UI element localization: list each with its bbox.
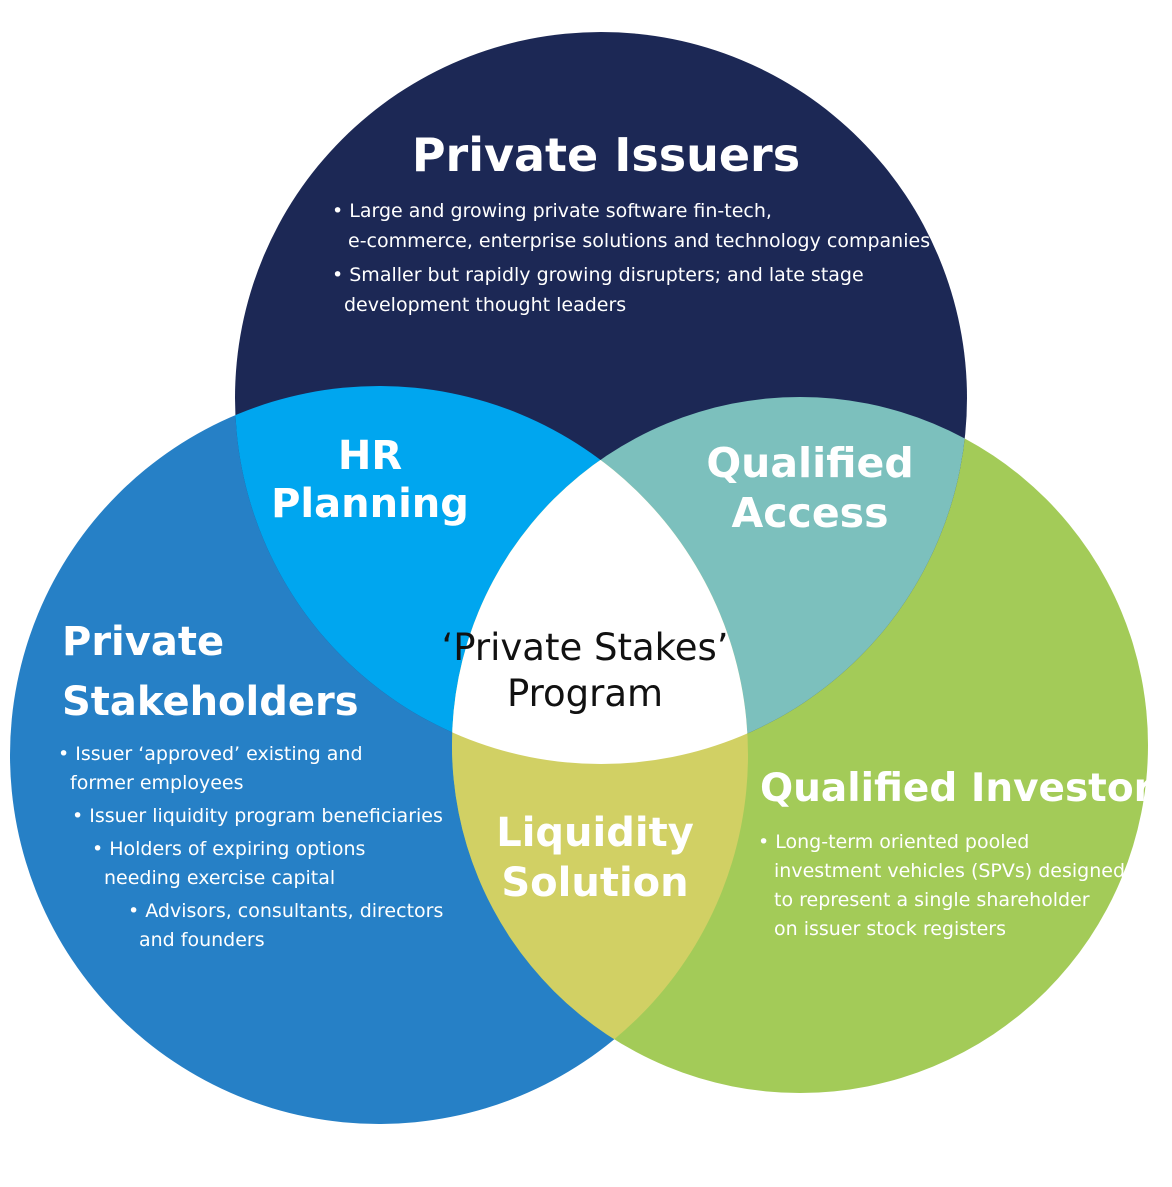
center-line2: Program xyxy=(506,672,664,715)
issuers-bullet-2-cont: development thought leaders xyxy=(344,294,627,316)
stakeholders-bullet-1: • Issuer ‘approved’ existing and xyxy=(58,743,363,765)
liquidity-line2: Solution xyxy=(501,860,689,906)
stakeholders-bullet-2: • Issuer liquidity program beneficiaries xyxy=(72,805,443,827)
stakeholders-bullet-3-cont: needing exercise capital xyxy=(104,867,336,889)
qualified-investors-bullets: • Long-term oriented pooled investment v… xyxy=(758,828,1125,944)
center-line1: ‘Private Stakes’ xyxy=(441,626,729,669)
investors-bullet-1-cont2: to represent a single shareholder xyxy=(774,889,1090,911)
qualified-investors-title: Qualified Investors xyxy=(760,766,1172,811)
private-issuers-title: Private Issuers xyxy=(411,128,801,182)
qualified-access-line1: Qualified xyxy=(706,439,914,487)
issuers-bullet-2: • Smaller but rapidly growing disrupters… xyxy=(332,264,864,286)
stakeholders-title-line2: Stakeholders xyxy=(62,679,359,725)
qualified-access-line2: Access xyxy=(731,489,889,537)
investors-bullet-1-cont1: investment vehicles (SPVs) designed xyxy=(774,860,1125,882)
qualified-access-label: Qualified Access xyxy=(700,438,920,538)
hr-planning-label: HR Planning xyxy=(270,432,470,528)
hr-planning-line1: HR xyxy=(337,433,403,479)
issuers-bullet-1-cont: e-commerce, enterprise solutions and tec… xyxy=(348,230,931,252)
stakeholders-bullet-4: • Advisors, consultants, directors xyxy=(128,900,444,922)
overlap-center-program xyxy=(452,397,748,764)
stakeholders-bullet-4-cont: and founders xyxy=(139,929,265,951)
hr-planning-line2: Planning xyxy=(271,481,469,527)
liquidity-line1: Liquidity xyxy=(496,810,694,856)
stakeholders-bullet-3: • Holders of expiring options xyxy=(92,838,366,860)
investors-bullet-1: • Long-term oriented pooled xyxy=(758,831,1030,853)
liquidity-solution-label: Liquidity Solution xyxy=(485,808,705,908)
private-issuers-bullets: • Large and growing private software fin… xyxy=(332,196,930,320)
stakeholders-title-line1: Private xyxy=(62,619,225,665)
center-program-label: ‘Private Stakes’ Program xyxy=(430,625,740,717)
investors-bullet-1-cont3: on issuer stock registers xyxy=(774,918,1006,940)
private-stakeholders-title: Private Stakeholders xyxy=(62,612,359,732)
issuers-bullet-1: • Large and growing private software fin… xyxy=(332,200,772,222)
private-stakeholders-bullets: • Issuer ‘approved’ existing and former … xyxy=(58,740,443,955)
stakeholders-bullet-1-cont: former employees xyxy=(70,772,244,794)
